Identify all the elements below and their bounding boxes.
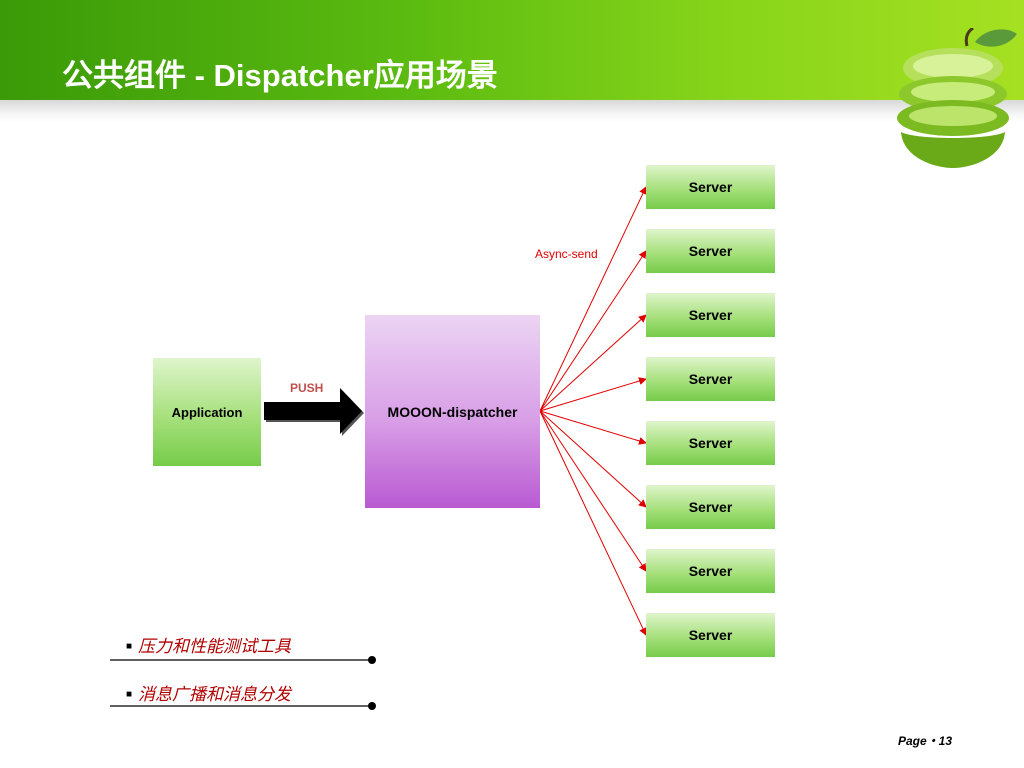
bullet-item: ■ 压力和性能测试工具 [126, 632, 291, 657]
async-arrow [539, 410, 647, 445]
page-number: Page・13 [898, 734, 953, 748]
async-arrow [539, 410, 647, 636]
async-arrow [539, 377, 647, 412]
server-node: Server [646, 485, 775, 529]
server-node: Server [646, 357, 775, 401]
server-node: Server [646, 549, 775, 593]
server-node: Server [646, 229, 775, 273]
async-arrow [539, 250, 647, 412]
right-arrow-icon [264, 388, 364, 436]
async-arrow [539, 410, 647, 508]
bullet-square-icon: ■ [126, 641, 133, 652]
slide-title: 公共组件 - Dispatcher应用场景 [62, 58, 498, 93]
dispatcher-node: MOOON-dispatcher [365, 315, 540, 508]
server-node: Server [646, 165, 775, 209]
async-arrow [539, 186, 647, 412]
bullet-square-icon: ■ [126, 689, 133, 700]
bullet-end-dot [368, 702, 376, 710]
async-send-label: Async-send [535, 247, 598, 261]
application-node: Application [153, 358, 261, 466]
async-arrow [539, 410, 647, 572]
green-apple-icon [897, 28, 1017, 168]
bullet-text: 消息广播和消息分发 [138, 685, 292, 704]
server-node: Server [646, 293, 775, 337]
bullet-item: ■ 消息广播和消息分发 [126, 680, 291, 705]
async-arrow [539, 314, 647, 412]
bullet-text: 压力和性能测试工具 [138, 637, 292, 656]
bullet-end-dot [368, 656, 376, 664]
server-node: Server [646, 421, 775, 465]
header-shadow [0, 100, 1024, 122]
async-arrows [539, 186, 647, 636]
push-label: PUSH [290, 381, 324, 395]
server-node: Server [646, 613, 775, 657]
header-band [0, 0, 1024, 100]
